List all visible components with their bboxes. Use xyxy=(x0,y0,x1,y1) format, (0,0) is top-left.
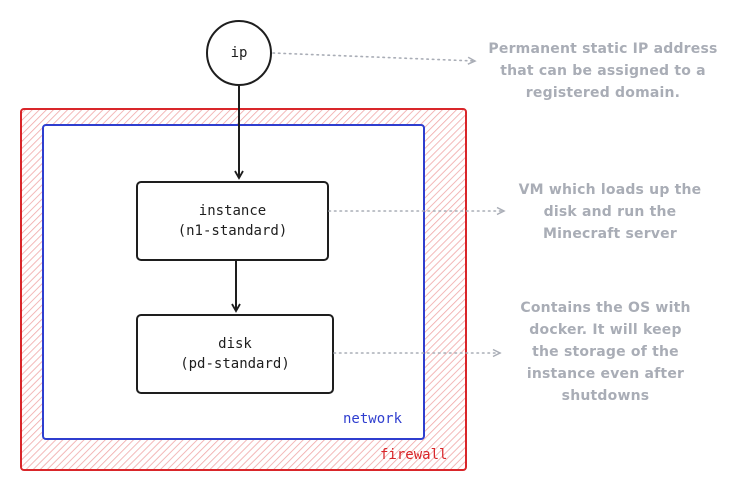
annotation-line: docker. It will keep xyxy=(529,322,682,338)
disk-node[interactable] xyxy=(136,314,334,394)
instance-name: instance xyxy=(198,203,267,219)
annotation-line: Permanent static IP address xyxy=(488,41,718,57)
annotation-line: disk and run the xyxy=(543,204,677,220)
annotation-line: registered domain. xyxy=(525,85,681,101)
disk-type: (pd-standard) xyxy=(180,356,290,372)
ip-annotation-connector xyxy=(272,52,477,65)
annotation-line: VM which loads up the xyxy=(518,182,702,198)
ip-node[interactable] xyxy=(206,20,272,86)
annotation-line: that can be assigned to a xyxy=(500,63,706,79)
instance-node[interactable] xyxy=(136,181,329,261)
ip-label: ip xyxy=(230,45,248,61)
firewall-label: firewall xyxy=(380,447,448,463)
disk-node-label: disk (pd-standard) xyxy=(137,334,333,374)
ip-annotation: Permanent static IP address that can be … xyxy=(478,38,728,104)
annotation-line: the storage of the xyxy=(532,344,679,360)
disk-name: disk xyxy=(218,336,252,352)
annotation-line: Contains the OS with xyxy=(520,300,691,316)
ip-node-label: ip xyxy=(207,43,271,63)
annotation-line: Minecraft server xyxy=(543,226,677,242)
instance-node-label: instance (n1-standard) xyxy=(137,201,328,241)
annotation-line: instance even after xyxy=(526,366,685,382)
disk-annotation: Contains the OS with docker. It will kee… xyxy=(508,297,703,407)
network-label: network xyxy=(343,411,403,427)
annotation-line: shutdowns xyxy=(561,388,650,404)
instance-annotation: VM which loads up the disk and run the M… xyxy=(505,179,715,245)
instance-type: (n1-standard) xyxy=(177,223,288,239)
